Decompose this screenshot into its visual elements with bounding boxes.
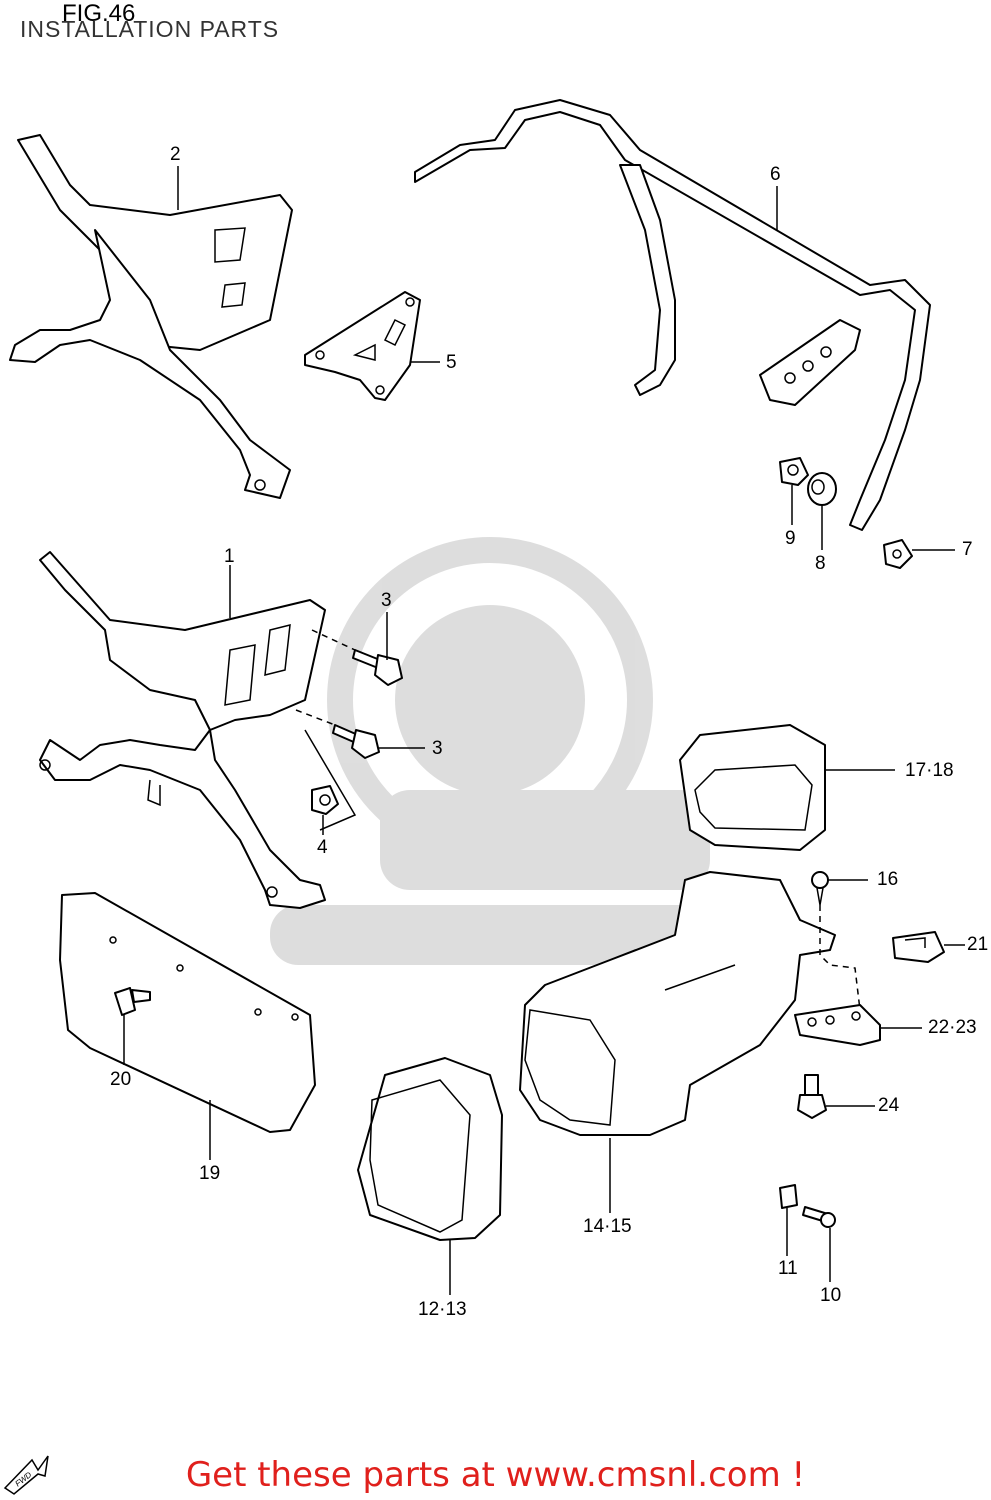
callout-2: 2 xyxy=(170,144,181,165)
leader-lines xyxy=(123,166,965,1295)
part-8-grommet[interactable] xyxy=(807,472,837,506)
callout-22-23: 22·23 xyxy=(928,1017,977,1038)
part-4-nut[interactable] xyxy=(311,785,339,815)
part-14-15-air-duct[interactable] xyxy=(519,871,836,1136)
callout-16: 16 xyxy=(877,869,899,890)
part-9-washer[interactable] xyxy=(779,457,809,486)
callout-7: 7 xyxy=(962,539,973,560)
callout-12-13: 12·13 xyxy=(418,1299,467,1320)
cta-link[interactable]: Get these parts at www.cmsnl.com ! xyxy=(185,1455,806,1495)
callout-9: 9 xyxy=(785,528,796,549)
callout-19: 19 xyxy=(199,1163,221,1184)
part-11-clip[interactable] xyxy=(779,1184,798,1209)
part-1-main-bracket[interactable] xyxy=(39,551,326,909)
part-6-frame-pipe[interactable] xyxy=(414,99,931,531)
part-17-18-duct[interactable] xyxy=(679,724,826,851)
callout-4: 4 xyxy=(317,837,328,858)
part-10-screw[interactable] xyxy=(802,1206,836,1228)
callout-21: 21 xyxy=(967,934,989,955)
part-22-23-bracket[interactable] xyxy=(794,1004,881,1046)
callout-3-lower: 3 xyxy=(432,738,443,759)
callout-6: 6 xyxy=(770,164,781,185)
part-2-upper-bracket[interactable] xyxy=(9,134,293,499)
part-20-pin[interactable] xyxy=(114,987,151,1016)
watermark-logo xyxy=(270,537,740,965)
part-19-cover[interactable] xyxy=(59,892,316,1133)
callout-11: 11 xyxy=(778,1258,798,1279)
callout-8: 8 xyxy=(815,553,826,574)
callout-3-upper: 3 xyxy=(381,590,392,611)
figure-number: FIG.46 xyxy=(62,0,136,27)
callout-17-18: 17·18 xyxy=(905,760,954,781)
part-3-bolt-lower[interactable] xyxy=(332,724,380,759)
part-7-screw[interactable] xyxy=(883,539,913,569)
callout-14-15: 14·15 xyxy=(583,1216,632,1237)
callout-20: 20 xyxy=(110,1069,132,1090)
part-12-13-duct[interactable] xyxy=(357,1057,503,1241)
callout-5: 5 xyxy=(446,352,457,373)
figure-title: INSTALLATION PARTS xyxy=(20,16,280,42)
callout-10: 10 xyxy=(820,1285,842,1306)
part-24-bolt[interactable] xyxy=(797,1074,827,1119)
part-16-screw[interactable] xyxy=(811,871,829,906)
callout-24: 24 xyxy=(878,1095,900,1116)
part-5-plate[interactable] xyxy=(304,291,421,401)
part-3-bolt-upper[interactable] xyxy=(352,649,403,686)
callout-1: 1 xyxy=(224,546,235,567)
part-21-clip[interactable] xyxy=(892,931,945,963)
